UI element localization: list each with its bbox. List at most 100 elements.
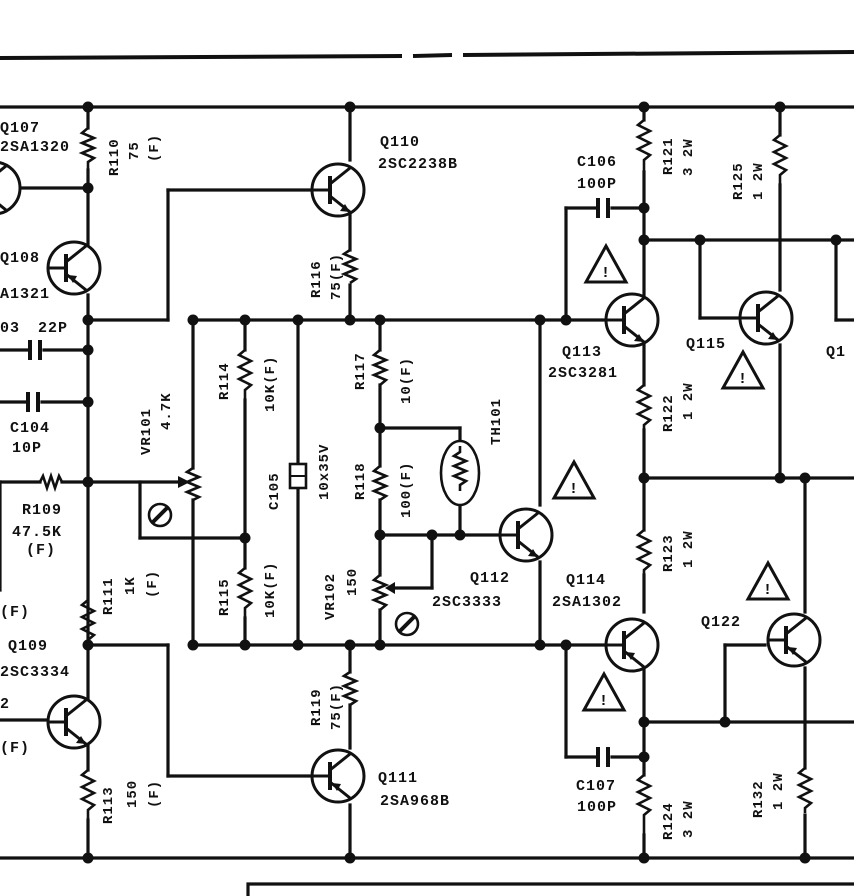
- r116-ref: R116: [309, 260, 325, 298]
- r110-tol: (F): [147, 134, 163, 162]
- q107-part: 2SA1320: [0, 139, 70, 156]
- c105-ref: C105: [267, 472, 283, 510]
- r113-value: 150: [125, 780, 141, 808]
- r124-value: 3 2W: [681, 800, 697, 838]
- junction-dot: [638, 751, 650, 763]
- r111-tol: (F): [145, 570, 161, 598]
- q111-symbol: [310, 748, 366, 804]
- junction-dot: [344, 639, 356, 651]
- vr102-ref: VR102: [323, 573, 339, 620]
- r119-ref: R119: [309, 688, 325, 726]
- q111-part: 2SA968B: [380, 793, 450, 810]
- r124-ref: R124: [661, 802, 677, 840]
- r111-ref: R111: [101, 577, 117, 615]
- warning-triangle-icon: !: [720, 348, 766, 390]
- q109-part: 2SC3334: [0, 664, 70, 681]
- q114-ref: Q114: [566, 572, 606, 589]
- vr101-value: 4.7K: [159, 392, 175, 430]
- transistor-symbols: [0, 161, 822, 804]
- r123-ref: R123: [661, 534, 677, 572]
- q113-ref: Q113: [562, 344, 602, 361]
- junction-dot: [830, 234, 842, 246]
- junction-dot: [82, 314, 94, 326]
- junction-dot: [82, 639, 94, 651]
- junction-dot: [774, 101, 786, 113]
- c106-ref: C106: [577, 154, 617, 171]
- r117-value: 10(F): [399, 357, 415, 404]
- q112-symbol: [498, 507, 554, 563]
- capacitor-symbols: [26, 198, 610, 767]
- junction-dot: [638, 852, 650, 864]
- r113-tol: (F): [147, 780, 163, 808]
- junction-dot: [344, 314, 356, 326]
- r132-ref: R132: [751, 780, 767, 818]
- warning-triangle-icon: !: [551, 458, 597, 500]
- q114-symbol: [604, 617, 660, 673]
- fragment-f2: 2: [0, 696, 10, 713]
- warning-triangle-icon: !: [581, 670, 627, 712]
- junction-dot: [638, 101, 650, 113]
- resistor-symbols: [38, 119, 814, 835]
- warning-mark: !: [599, 693, 609, 710]
- wires: [0, 105, 854, 860]
- r125-ref: R125: [731, 162, 747, 200]
- junction-dot: [560, 314, 572, 326]
- q112-part: 2SC3333: [432, 594, 502, 611]
- junction-dot: [374, 314, 386, 326]
- r123-value: 1 2W: [681, 530, 697, 568]
- junction-dot: [82, 101, 94, 113]
- r109-ref: R109: [22, 502, 62, 519]
- q114-part: 2SA1302: [552, 594, 622, 611]
- warning-symbols: !!!!!: [551, 242, 791, 712]
- bottom-frame: [246, 882, 854, 896]
- q122-ref: Q122: [701, 614, 741, 631]
- junction-dot: [374, 529, 386, 541]
- warning-mark: !: [601, 265, 611, 282]
- r109-tol: (F): [26, 542, 56, 559]
- junction-dot: [774, 472, 786, 484]
- r121-value: 3 2W: [681, 138, 697, 176]
- junction-dot: [426, 529, 438, 541]
- junction-dot: [534, 639, 546, 651]
- junction-dot: [560, 639, 572, 651]
- vr102-pot: [385, 582, 420, 637]
- r117-ref: R117: [353, 352, 369, 390]
- vr101-ref: VR101: [139, 408, 155, 455]
- q110-part: 2SC2238B: [378, 156, 458, 173]
- q110-symbol: [310, 162, 366, 218]
- junction-dot: [799, 852, 811, 864]
- r119-value: 75(F): [329, 683, 345, 730]
- r125-value: 1 2W: [751, 162, 767, 200]
- junction-dot: [239, 532, 251, 544]
- q107-ref: Q107: [0, 120, 40, 137]
- r110-ref: R110: [107, 138, 123, 176]
- q111-ref: Q111: [378, 770, 418, 787]
- labels: Q107 2SA1320 Q108 A1321 03 22P C104 10P …: [0, 120, 846, 840]
- c106-value: 100P: [577, 176, 617, 193]
- c103-ref: 03: [0, 320, 20, 337]
- warning-triangle-icon: !: [583, 242, 629, 284]
- power-rails: [0, 105, 854, 860]
- junction-dot: [374, 639, 386, 651]
- th101-ref: TH101: [489, 398, 505, 445]
- r113-ref: R113: [101, 786, 117, 824]
- r118-value: 100(F): [399, 462, 415, 518]
- junction-dot: [638, 202, 650, 214]
- q108-symbol: [46, 240, 102, 296]
- top-border: [0, 49, 854, 61]
- r115-ref: R115: [217, 578, 233, 616]
- c107-value: 100P: [577, 799, 617, 816]
- junction-dot: [82, 852, 94, 864]
- junction-dot: [82, 182, 94, 194]
- r114-ref: R114: [217, 362, 233, 400]
- q115-symbol: [738, 290, 794, 346]
- junction-dot: [82, 396, 94, 408]
- junction-dot: [82, 344, 94, 356]
- vr102-value: 150: [345, 568, 361, 596]
- q108-ref: Q108: [0, 250, 40, 267]
- q115-ref: Q115: [686, 336, 726, 353]
- q1x-ref: Q1: [826, 344, 846, 361]
- c103-value: 22P: [38, 320, 68, 337]
- fragment-f3: (F): [0, 740, 30, 757]
- junction-dot: [344, 101, 356, 113]
